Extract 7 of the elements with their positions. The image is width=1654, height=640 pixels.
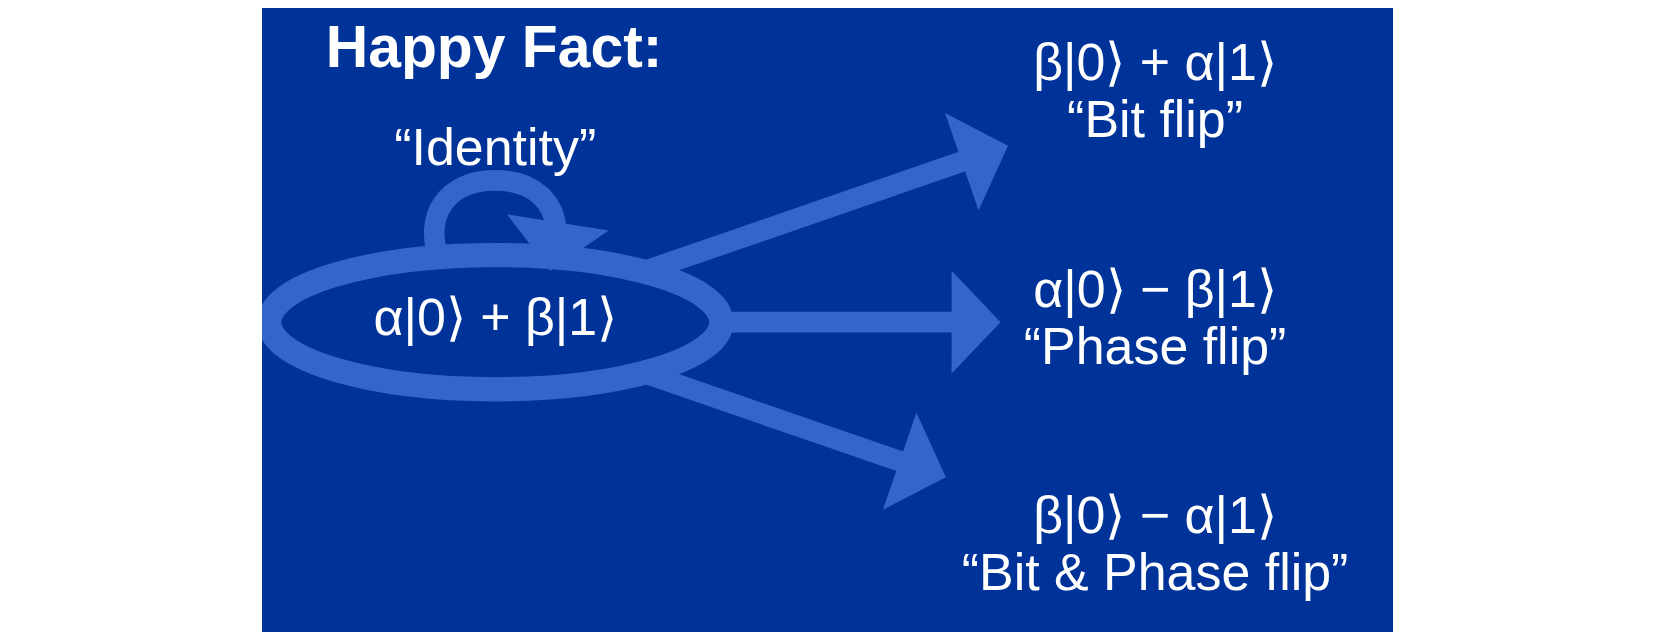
node-ellipse: α|0⟩ + β|1⟩ [261,242,733,402]
node-text: β|0⟩ − α|1⟩ “Bit & Phase flip” [961,486,1348,602]
node-text: β|0⟩ + α|1⟩ “Bit flip” [1032,32,1277,149]
edge-label: “Identity” [393,117,596,176]
label: Happy Fact: [325,14,662,80]
node-text: α|0⟩ − β|1⟩ “Phase flip” [1023,259,1286,375]
arrow [423,170,609,271]
